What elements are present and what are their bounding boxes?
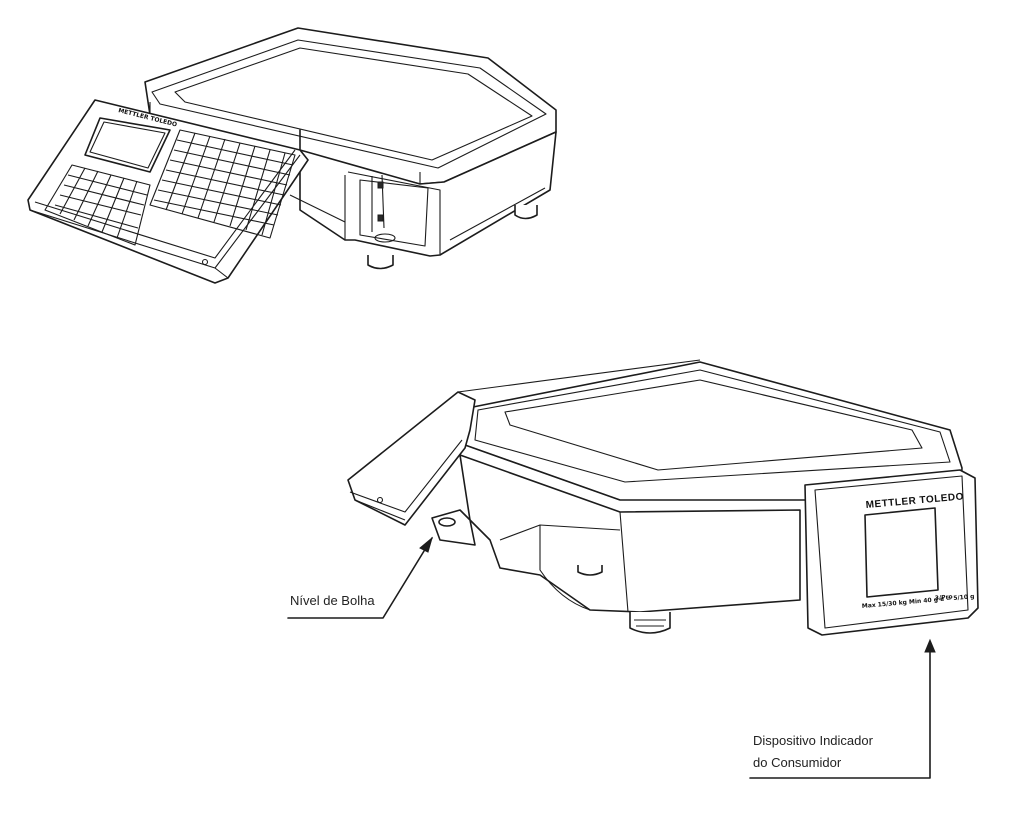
bubble-level-label: Nível de Bolha — [290, 593, 375, 608]
keyboard-keys-right — [149, 129, 296, 239]
customer-display-unit: METTLER TOLEDO Max 15/30 kg Min 40 g e =… — [804, 469, 979, 636]
side-scale-base — [431, 454, 801, 634]
display-model-label: 3/Pro — [935, 593, 953, 602]
side-scale-operator-panel — [347, 359, 701, 526]
keyboard-keys-left — [44, 164, 151, 246]
customer-display-leader — [749, 638, 936, 779]
top-scale-base — [289, 129, 557, 270]
customer-display-label: Dispositivo Indicador do Consumidor — [753, 730, 873, 774]
bubble-level-leader — [287, 536, 433, 619]
customer-display-label-line1: Dispositivo Indicador — [753, 733, 873, 748]
customer-display-label-line2: do Consumidor — [753, 755, 842, 770]
